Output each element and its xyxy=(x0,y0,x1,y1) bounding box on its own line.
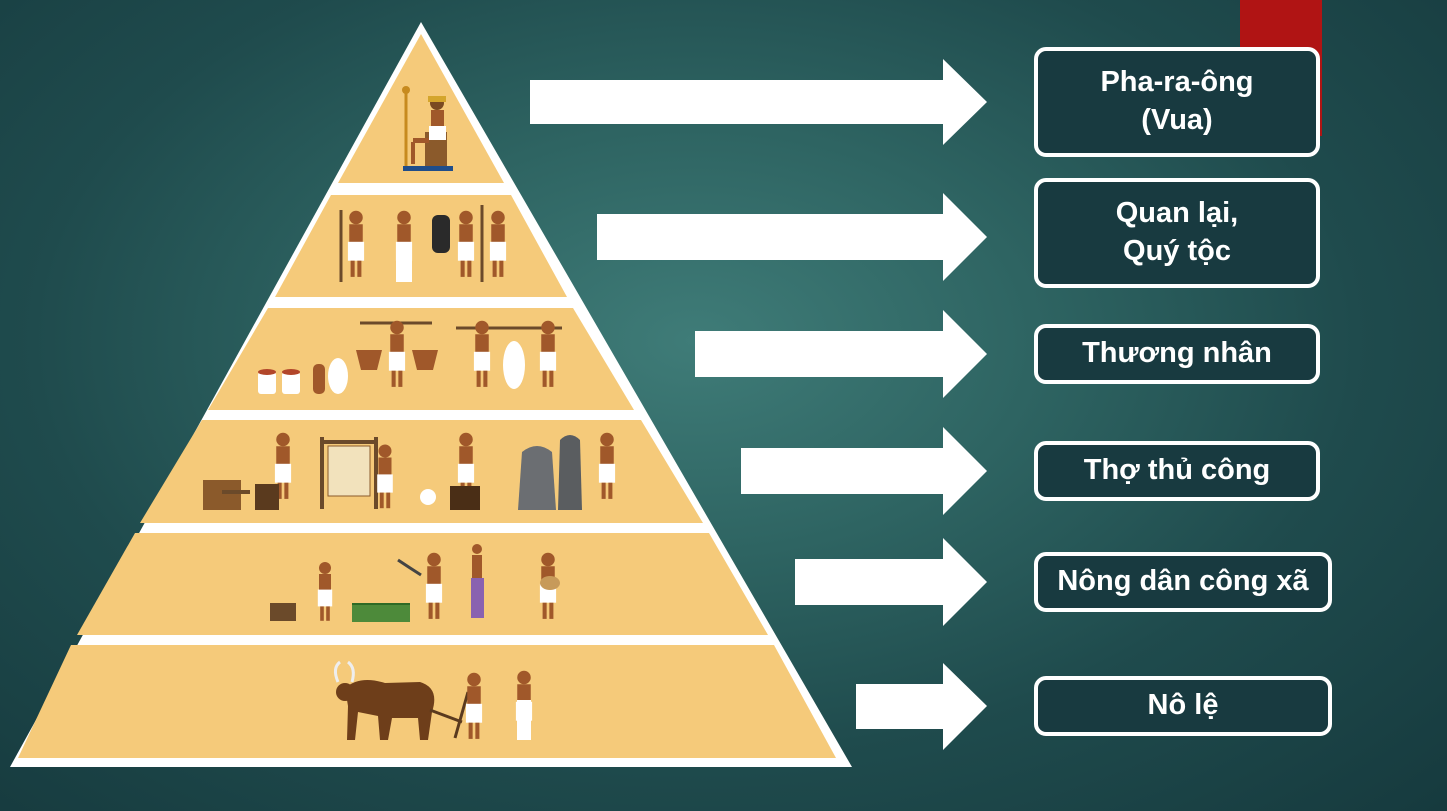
officials-nobles-icon xyxy=(339,205,507,282)
label-farmers: Nông dân công xã xyxy=(1034,552,1332,612)
label-officials-line-1: Quan lại, xyxy=(1115,197,1239,230)
label-pharaoh-line-1: Pha-ra-ông xyxy=(1100,66,1254,99)
merchants-carrying-goods-icon xyxy=(258,320,562,394)
arrow-pharaoh xyxy=(530,59,987,145)
farmers-harvesting-icon xyxy=(270,544,560,622)
craftsmen-working-icon xyxy=(203,432,616,510)
label-officials: Quan lại, Quý tộc xyxy=(1034,178,1320,288)
arrow-officials xyxy=(597,193,987,281)
slave-ploughing-oxen-icon xyxy=(333,660,533,740)
label-merchants: Thương nhân xyxy=(1034,324,1320,384)
label-pharaoh: Pha-ra-ông (Vua) xyxy=(1034,47,1320,157)
arrow-craftsmen xyxy=(741,427,987,515)
label-merchants-line-1: Thương nhân xyxy=(1082,337,1272,370)
pharaoh-on-throne-icon xyxy=(402,86,453,171)
label-slaves-line-1: Nô lệ xyxy=(1147,689,1219,722)
label-craftsmen-line-1: Thợ thủ công xyxy=(1083,454,1271,487)
label-craftsmen: Thợ thủ công xyxy=(1034,441,1320,501)
tier-farmers xyxy=(77,533,768,635)
tier-pharaoh xyxy=(338,34,504,183)
arrow-farmers xyxy=(795,538,987,626)
arrow-merchants xyxy=(695,310,987,398)
label-pharaoh-line-2: (Vua) xyxy=(1141,104,1213,136)
label-officials-line-2: Quý tộc xyxy=(1123,235,1231,267)
label-farmers-line-1: Nông dân công xã xyxy=(1057,565,1309,598)
label-slaves: Nô lệ xyxy=(1034,676,1332,736)
arrow-slaves xyxy=(856,663,987,750)
